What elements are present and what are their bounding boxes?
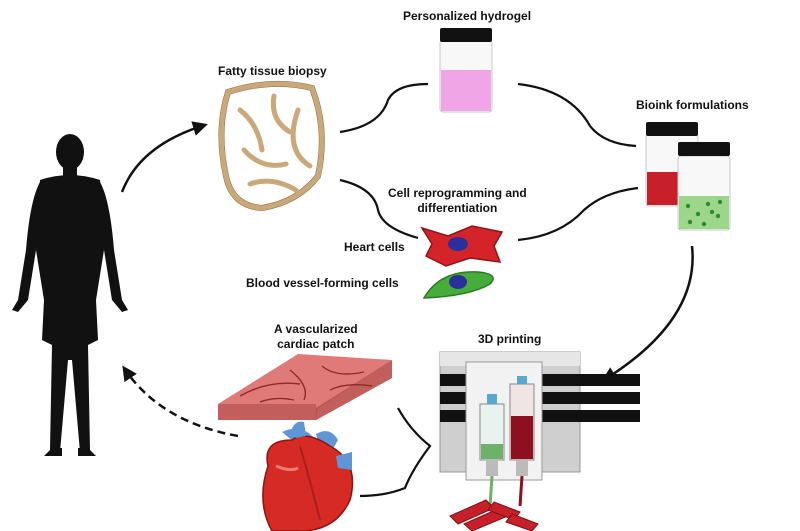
printed-scaffold-icon — [449, 499, 539, 531]
human-silhouette-icon — [12, 134, 128, 456]
arrow-patch-to-human — [122, 365, 239, 438]
fatty-tissue-biopsy-icon — [218, 80, 325, 212]
label-patch: A vascularized cardiac patch — [274, 322, 358, 352]
arrow-bioink-to-printer — [601, 245, 694, 382]
label-reprogramming: Cell reprogramming and differentiation — [388, 186, 527, 216]
printer-icon — [439, 351, 640, 507]
connector-lines — [339, 82, 639, 498]
label-patch-line2: cardiac patch — [277, 337, 355, 351]
label-heart-cells: Heart cells — [344, 240, 405, 254]
cardiac-patch-icon — [218, 354, 392, 420]
label-reprogramming-line1: Cell reprogramming and — [388, 186, 527, 200]
label-vessel-cells: Blood vessel-forming cells — [246, 276, 399, 290]
vessel-cell-icon — [422, 271, 494, 299]
label-reprogramming-line2: differentiation — [417, 201, 498, 215]
hydrogel-vial-icon — [439, 28, 493, 113]
heart-icon — [262, 421, 354, 531]
label-printing: 3D printing — [478, 332, 542, 346]
label-biopsy: Fatty tissue biopsy — [218, 64, 327, 78]
arrow-human-to-biopsy — [120, 121, 208, 193]
label-patch-line1: A vascularized — [274, 322, 358, 336]
bioink-green-vial-icon — [677, 142, 731, 231]
label-hydrogel: Personalized hydrogel — [403, 9, 532, 23]
heart-cell-icon — [420, 225, 504, 267]
label-bioink: Bioink formulations — [636, 98, 749, 112]
